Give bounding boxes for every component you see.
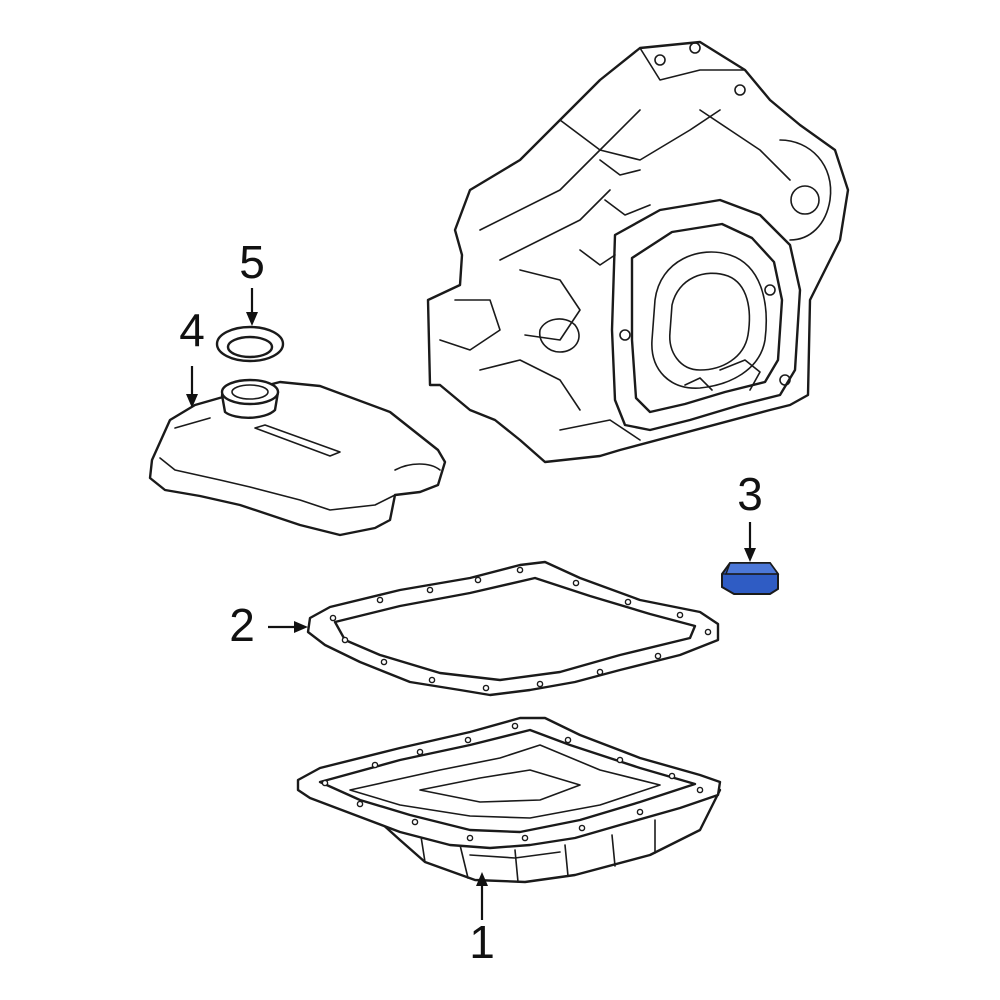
transmission-filter <box>148 378 447 537</box>
o-ring <box>215 325 285 363</box>
callout-4: 4 <box>179 304 205 408</box>
callout-3-label: 3 <box>737 468 763 520</box>
callout-5-arrowhead <box>246 312 258 326</box>
magnet <box>721 562 780 595</box>
oil-pan <box>296 716 722 884</box>
callout-3: 3 <box>737 468 763 562</box>
callout-2-arrowhead <box>294 621 308 633</box>
transmission-case <box>426 40 850 464</box>
callout-2-label: 2 <box>229 599 255 651</box>
callout-4-label: 4 <box>179 304 205 356</box>
pan-bolt-holes <box>321 722 704 842</box>
callout-2: 2 <box>229 599 308 651</box>
callout-5: 5 <box>239 236 265 326</box>
callout-4-arrowhead <box>186 394 198 408</box>
pan-gasket <box>306 560 720 697</box>
callout-1: 1 <box>469 872 495 968</box>
callout-5-label: 5 <box>239 236 265 288</box>
callout-3-arrowhead <box>744 548 756 562</box>
callout-1-arrowhead <box>476 872 488 886</box>
gasket-bolt-holes <box>329 566 712 692</box>
callout-1-label: 1 <box>469 916 495 968</box>
